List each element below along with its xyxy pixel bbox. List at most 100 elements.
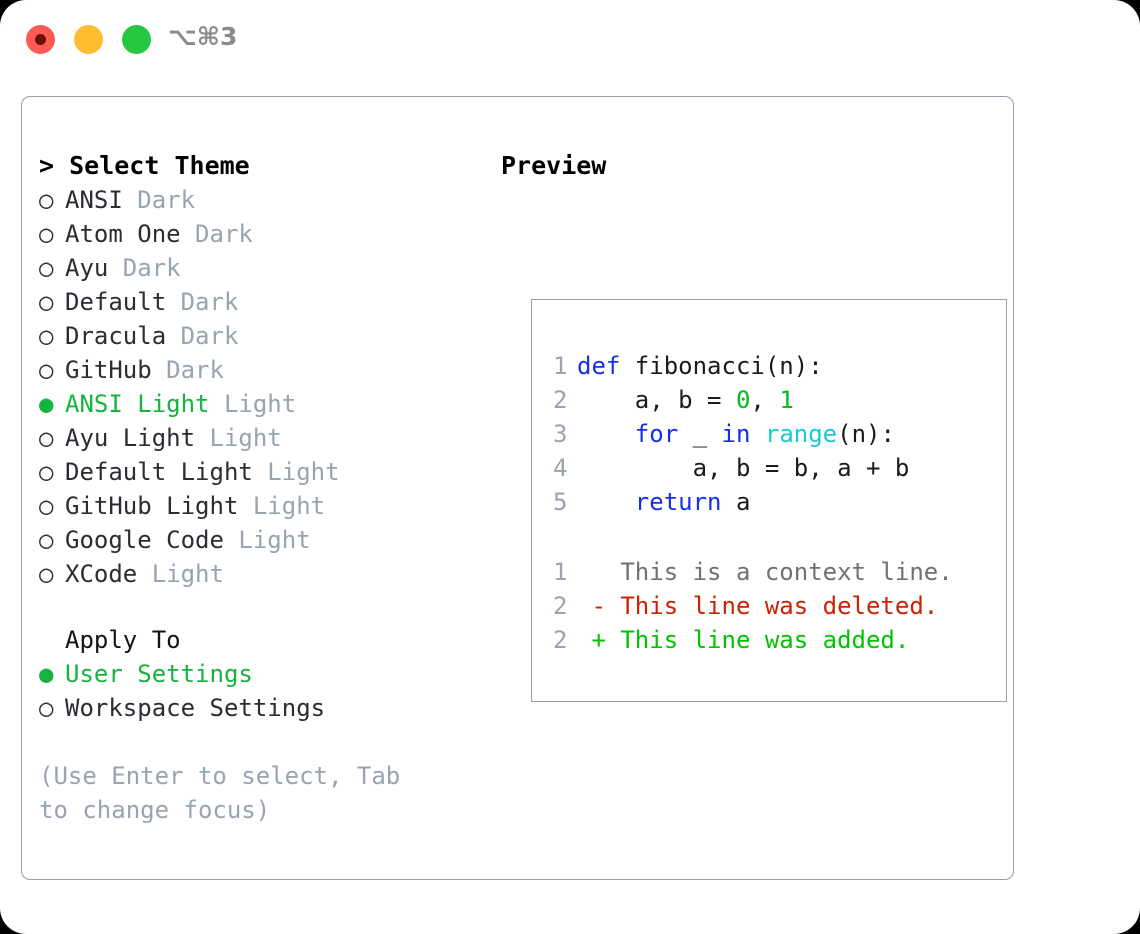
code-token: return [634, 488, 722, 516]
theme-option-ayu-light[interactable]: ○ Ayu Light Light [39, 421, 494, 455]
radio-selected-icon: ● [39, 660, 54, 688]
main-panel: > Select Theme ○ANSI Dark○Atom One Dark○… [21, 96, 1014, 880]
line-number: 1 [553, 352, 568, 380]
theme-option-atom-one[interactable]: ○ Atom One Dark [39, 217, 494, 251]
line-number: 3 [553, 420, 568, 448]
code-token: a, b = [577, 386, 736, 414]
radio-unselected-icon: ○ [39, 288, 54, 316]
theme-option-variant: Light [267, 458, 340, 486]
line-number: 2 [553, 626, 568, 654]
theme-option-variant: Light [238, 526, 311, 554]
theme-option-variant: Light [252, 492, 326, 520]
theme-option-label: Dracula [65, 322, 181, 350]
code-token: def [577, 352, 635, 380]
theme-list[interactable]: ○ANSI Dark○Atom One Dark○Ayu Dark○Defaul… [39, 183, 494, 591]
radio-unselected-icon: ○ [39, 322, 54, 350]
apply-to-option-label: Workspace Settings [65, 694, 326, 722]
theme-option-label: ANSI Light [65, 390, 224, 418]
diff-line-del: 2 - This line was deleted. [553, 589, 953, 623]
theme-option-label: Atom One [65, 220, 196, 248]
theme-option-variant: Light [209, 424, 282, 452]
theme-option-default-light[interactable]: ○ Default Light Light [39, 455, 494, 489]
code-token: 1 [779, 386, 794, 414]
theme-option-ansi[interactable]: ○ ANSI Dark [39, 183, 494, 217]
code-line: 3 for _ in range(n): [553, 417, 909, 451]
theme-option-label: GitHub Light [65, 492, 253, 520]
theme-option-label: Ayu [65, 254, 123, 282]
diff-line-text: - This line was deleted. [577, 592, 939, 620]
preview-heading: Preview [501, 151, 607, 180]
maximize-button-icon[interactable] [122, 25, 151, 54]
code-token: , [750, 386, 780, 414]
radio-unselected-icon: ○ [39, 492, 54, 520]
theme-option-default[interactable]: ○Default Dark [39, 285, 494, 319]
code-token: (n): [837, 420, 895, 448]
line-number: 2 [553, 592, 568, 620]
code-line: 5 return a [553, 485, 909, 519]
code-token: a [721, 488, 751, 516]
diff-line-text: This is a context line. [577, 558, 953, 586]
theme-option-github[interactable]: ○GitHub Dark [39, 353, 494, 387]
select-theme-heading: > Select Theme [39, 151, 250, 180]
theme-option-label: Ayu Light [65, 424, 210, 452]
code-token: _ [678, 420, 722, 448]
close-button-icon[interactable] [26, 25, 55, 54]
code-token [577, 488, 635, 516]
code-token [750, 420, 764, 448]
title-bar: ⌥⌘3 [0, 0, 1140, 78]
radio-selected-icon: ● [39, 390, 54, 418]
line-number: 4 [553, 454, 568, 482]
theme-option-label: GitHub [65, 356, 167, 384]
radio-unselected-icon: ○ [39, 186, 54, 214]
code-line: 2 a, b = 0, 1 [553, 383, 909, 417]
radio-unselected-icon: ○ [39, 424, 54, 452]
theme-option-variant: Light [223, 390, 297, 418]
keyboard-shortcut-label: ⌥⌘3 [168, 22, 238, 51]
theme-option-variant: Dark [180, 322, 239, 350]
window-controls [26, 25, 151, 54]
code-line: 1 def fibonacci(n): [553, 349, 909, 383]
apply-to-heading: Apply To [65, 626, 181, 654]
diff-line-ctx: 1 This is a context line. [553, 555, 953, 589]
theme-option-label: ANSI [65, 186, 138, 214]
code-token: a, b = b, a + b [577, 454, 910, 482]
theme-option-dracula[interactable]: ○ Dracula Dark [39, 319, 494, 353]
code-token: fibonacci(n): [634, 352, 823, 380]
theme-option-variant: Dark [122, 254, 181, 282]
keyboard-hint-text: (Use Enter to select, Tab to change focu… [39, 762, 415, 824]
code-token [577, 420, 635, 448]
theme-option-label: Default Light [65, 458, 268, 486]
apply-to-list[interactable]: ●User Settings ○ Workspace Settings [39, 657, 494, 725]
theme-option-variant: Dark [137, 186, 196, 214]
theme-option-label: Google Code [65, 526, 239, 554]
radio-unselected-icon: ○ [39, 458, 54, 486]
diff-line-text: + This line was added. [577, 626, 910, 654]
code-token: in [721, 420, 751, 448]
theme-picker-column: > Select Theme ○ANSI Dark○Atom One Dark○… [39, 149, 494, 827]
theme-option-ayu[interactable]: ○ Ayu Dark [39, 251, 494, 285]
minimize-button-icon[interactable] [74, 25, 103, 54]
code-token: 0 [735, 386, 751, 414]
theme-option-ansi-light[interactable]: ● ANSI Light Light [39, 387, 494, 421]
diff-sample: 1 This is a context line.2 - This line w… [553, 555, 953, 657]
radio-unselected-icon: ○ [39, 526, 54, 554]
theme-option-variant: Dark [195, 220, 253, 248]
theme-option-github-light[interactable]: ○ GitHub Light Light [39, 489, 494, 523]
radio-unselected-icon: ○ [39, 254, 54, 282]
radio-unselected-icon: ○ [39, 220, 54, 248]
theme-option-label: XCode [65, 560, 152, 588]
theme-option-google-code[interactable]: ○ Google Code Light [39, 523, 494, 557]
apply-to-option-user-settings[interactable]: ●User Settings [39, 657, 494, 691]
theme-option-variant: Light [151, 560, 224, 588]
code-token: range [764, 420, 838, 448]
radio-unselected-icon: ○ [39, 694, 54, 722]
radio-unselected-icon: ○ [39, 560, 54, 588]
theme-option-variant: Dark [166, 356, 224, 384]
code-token: for [634, 420, 679, 448]
theme-option-xcode[interactable]: ○ XCode Light [39, 557, 494, 591]
apply-to-option-workspace-settings[interactable]: ○ Workspace Settings [39, 691, 494, 725]
